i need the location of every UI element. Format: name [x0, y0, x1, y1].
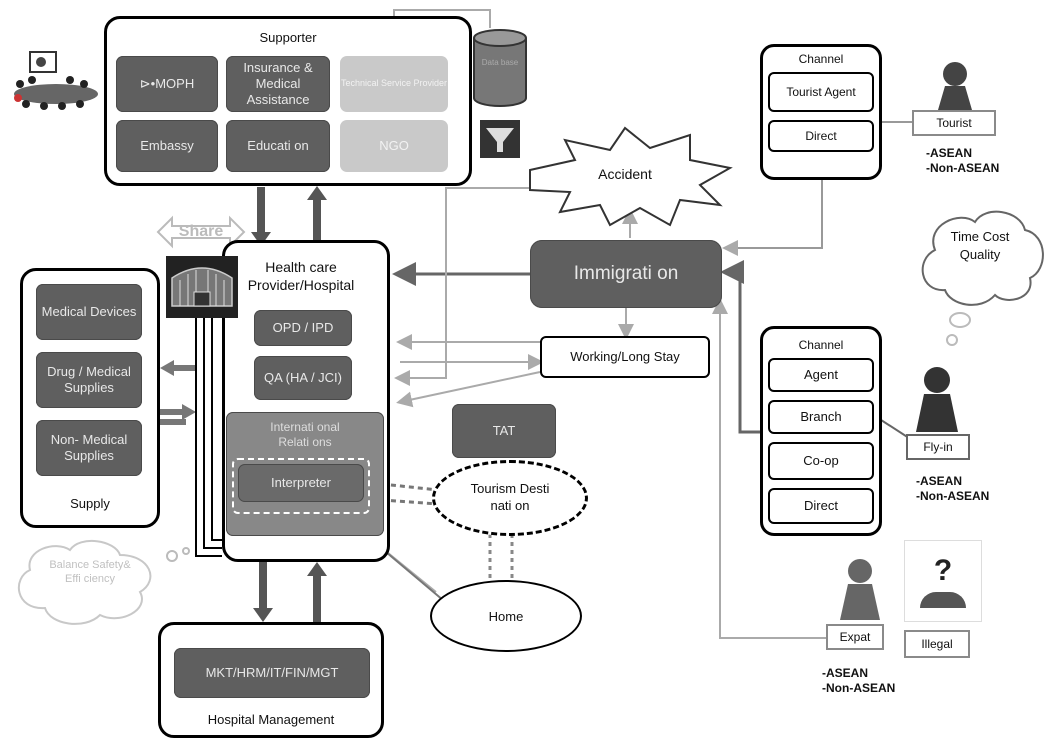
tourism-destination[interactable]: Tourism Desti nati on [432, 460, 588, 536]
channel-mid-direct[interactable]: Direct [768, 488, 874, 524]
supporter-education[interactable]: Educati on [226, 120, 330, 172]
funnel-icon [480, 120, 520, 158]
illegal-figure [920, 592, 966, 608]
expat-label[interactable]: Expat [826, 624, 884, 650]
supporter-ngo[interactable]: NGO [340, 120, 448, 172]
home-node[interactable]: Home [430, 580, 582, 652]
management-title: Hospital Management [207, 712, 335, 727]
hospital-qa[interactable]: QA (HA / JCI) [254, 356, 352, 400]
person-icon [930, 60, 980, 112]
illegal-symbol: ? [933, 554, 953, 587]
database-icon [470, 28, 530, 108]
person-icon-flyin [912, 364, 962, 434]
illegal-label[interactable]: Illegal [904, 630, 970, 658]
interpreter-frame [232, 458, 370, 514]
supporter-technical[interactable]: Technical Service Provider [340, 56, 448, 112]
supply-drug[interactable]: Drug / Medical Supplies [36, 352, 142, 408]
question-mark-icon: ? [904, 540, 982, 622]
expat-groups: -ASEAN -Non-ASEAN [822, 666, 922, 696]
database-label: Data base [481, 58, 519, 67]
cloud-tcq-text: Time Cost Quality [950, 229, 1010, 262]
accident-burst [529, 126, 733, 227]
tourist-label[interactable]: Tourist [912, 110, 996, 136]
share-label: Share [178, 223, 224, 240]
tourist-group-non-asean: -Non-ASEAN [926, 161, 1000, 175]
channel-top-panel [760, 44, 882, 180]
expat-group-asean: -ASEAN [822, 666, 869, 680]
working-long-stay[interactable]: Working/Long Stay [540, 336, 710, 378]
international-relations-label: Internati onal Relati ons [270, 420, 340, 449]
meeting-icon [10, 48, 102, 112]
expat-group-non-asean: -Non-ASEAN [822, 681, 896, 695]
tourist-groups: -ASEAN -Non-ASEAN [926, 146, 1026, 176]
immigration-box[interactable]: Immigrati on [530, 240, 722, 308]
tat-box[interactable]: TAT [452, 404, 556, 458]
channel-top-tourist-agent[interactable]: Tourist Agent [768, 72, 874, 112]
channel-mid-branch[interactable]: Branch [768, 400, 874, 434]
cloud-time-cost-quality [921, 210, 1044, 306]
interpreter-box[interactable]: Interpreter [238, 464, 364, 502]
accident-label: Accident [598, 166, 652, 182]
channel-top-title: Channel [798, 52, 844, 66]
supply-medical-devices[interactable]: Medical Devices [36, 284, 142, 340]
channel-mid-title: Channel [798, 338, 844, 352]
supply-title: Supply [70, 496, 110, 511]
supporter-embassy[interactable]: Embassy [116, 120, 218, 172]
channel-top-direct[interactable]: Direct [768, 120, 874, 152]
hospital-title: Health care Provider/Hospital [247, 259, 355, 294]
hospital-opd[interactable]: OPD / IPD [254, 310, 352, 346]
cloud-bse-text: Balance Safety& Effi ciency [49, 559, 131, 586]
tourist-group-asean: -ASEAN [926, 146, 973, 160]
flyin-label[interactable]: Fly-in [906, 434, 970, 460]
flyin-group-non-asean: -Non-ASEAN [916, 489, 990, 503]
supporter-moph[interactable]: ⊳•MOPH [116, 56, 218, 112]
person-icon-expat [836, 556, 884, 622]
flyin-groups: -ASEAN -Non-ASEAN [916, 474, 1016, 504]
hospital-building-icon [166, 256, 238, 318]
channel-mid-coop[interactable]: Co-op [768, 442, 874, 480]
supply-non-medical[interactable]: Non- Medical Supplies [36, 420, 142, 476]
management-item[interactable]: MKT/HRM/IT/FIN/MGT [174, 648, 370, 698]
supporter-title: Supporter [259, 30, 317, 45]
cloud-balance-safety [17, 539, 152, 625]
channel-mid-agent[interactable]: Agent [768, 358, 874, 392]
flyin-group-asean: -ASEAN [916, 474, 963, 488]
supporter-insurance[interactable]: Insurance & Medical Assistance [226, 56, 330, 112]
